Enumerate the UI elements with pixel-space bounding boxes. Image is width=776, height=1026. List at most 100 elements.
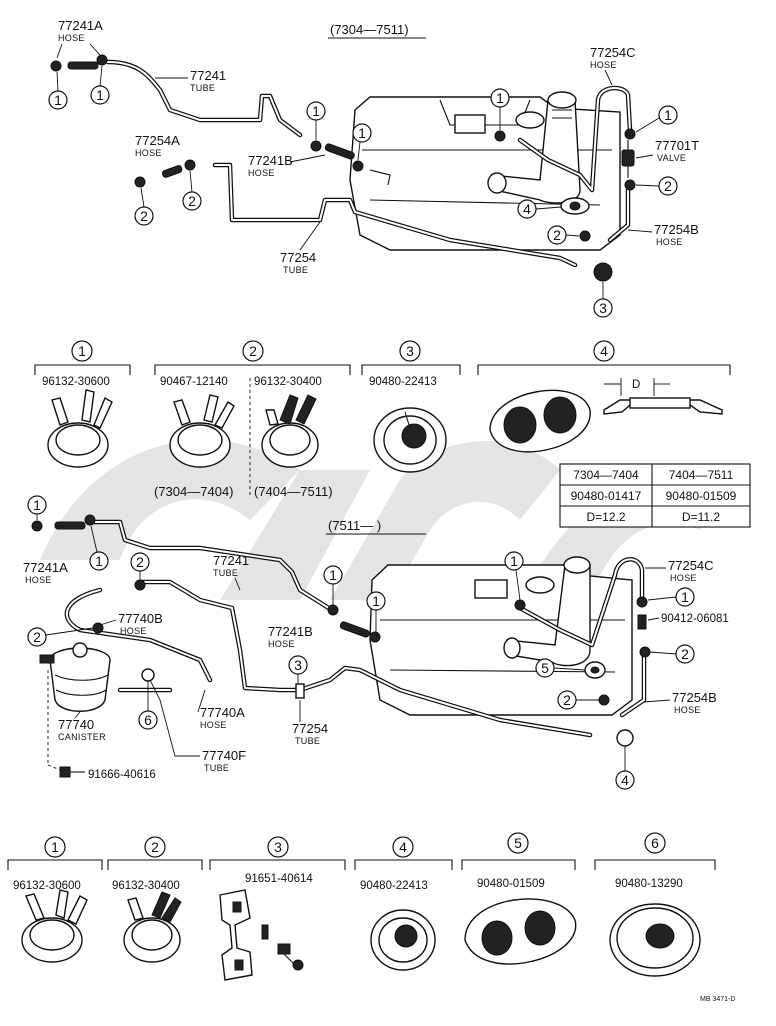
svg-text:1: 1 — [358, 125, 366, 141]
svg-text:2: 2 — [140, 208, 148, 224]
svg-text:HOSE: HOSE — [674, 705, 701, 715]
svg-text:2: 2 — [563, 692, 571, 708]
label-77254C: 77254C — [590, 45, 636, 60]
svg-text:5: 5 — [514, 835, 522, 851]
svg-text:2: 2 — [681, 646, 689, 662]
label-77740B: 77740B — [118, 611, 163, 626]
svg-text:6: 6 — [144, 712, 152, 728]
label-91666: 91666-40616 — [88, 769, 156, 781]
label-77241A: 77241A — [58, 18, 103, 33]
callouts-bottom: 1 1 2 2 1 1 1 1 2 3 5 2 4 6 — [27, 495, 695, 790]
clamp-icons-top — [50, 54, 636, 282]
label-77241-tube: 77241 — [190, 68, 226, 83]
svg-text:3: 3 — [274, 839, 282, 855]
svg-text:2: 2 — [136, 554, 144, 570]
svg-text:90480-01509: 90480-01509 — [666, 489, 737, 503]
filler-neck-bottom — [503, 556, 591, 667]
footer-code: MB 3471-D — [700, 996, 735, 1003]
range-7404-7511: (7404—7511) — [254, 484, 333, 499]
label-77241B: 77241B — [248, 153, 293, 168]
svg-text:1: 1 — [664, 107, 672, 123]
part-90467-12140: 90467-12140 — [160, 376, 228, 388]
svg-text:HOSE: HOSE — [590, 60, 617, 70]
bracket-3-icon — [219, 889, 304, 981]
svg-text:1: 1 — [78, 343, 86, 359]
svg-text:HOSE: HOSE — [25, 575, 52, 585]
svg-text:1: 1 — [312, 103, 320, 119]
svg-text:HOSE: HOSE — [200, 720, 227, 730]
svg-text:7304—7404: 7304—7404 — [573, 468, 639, 482]
filler-neck-top — [487, 91, 581, 204]
clamp-1-icon — [47, 389, 113, 468]
range-7304-7404: (7304—7404) — [154, 484, 234, 499]
part-96132-30600: 96132-30600 — [42, 376, 110, 388]
svg-text:1: 1 — [54, 92, 62, 108]
label-77740: 77740 — [58, 717, 94, 732]
clamp-b2-icon — [123, 891, 182, 963]
label-77701T: 77701T — [655, 138, 699, 153]
svg-text:2: 2 — [151, 839, 159, 855]
callouts-top: 1 1 1 1 1 1 2 2 2 2 4 3 — [48, 65, 678, 318]
svg-text:3: 3 — [406, 343, 414, 359]
svg-text:HOSE: HOSE — [656, 237, 683, 247]
svg-text:HOSE: HOSE — [670, 573, 697, 583]
range-top: (7304—7511) — [330, 22, 409, 37]
svg-text:5: 5 — [541, 660, 549, 676]
svg-text:1: 1 — [681, 589, 689, 605]
clamp-2b-icon — [261, 394, 319, 468]
parts-row-bottom: 1 96132-30600 2 96132-30400 3 91651-4061… — [7, 832, 716, 981]
svg-text:1: 1 — [496, 90, 504, 106]
svg-text:3: 3 — [599, 300, 607, 316]
svg-text:2: 2 — [249, 343, 257, 359]
grommet-b5-icon — [464, 898, 577, 965]
svg-text:D=11.2: D=11.2 — [682, 510, 720, 524]
svg-text:TUBE: TUBE — [190, 83, 215, 93]
part-b-90480-22413: 90480-22413 — [360, 880, 428, 892]
svg-text:1: 1 — [95, 553, 103, 569]
svg-text:1: 1 — [372, 593, 380, 609]
label-77241A-b: 77241A — [23, 560, 68, 575]
svg-text:HOSE: HOSE — [135, 148, 162, 158]
svg-text:HOSE: HOSE — [248, 168, 275, 178]
svg-text:4: 4 — [523, 201, 531, 217]
grommet-4-icon — [489, 389, 591, 453]
svg-text:90480-01417: 90480-01417 — [571, 489, 642, 503]
label-77254B-b: 77254B — [672, 690, 717, 705]
svg-text:6: 6 — [651, 835, 659, 851]
svg-text:1: 1 — [329, 567, 337, 583]
svg-text:1: 1 — [510, 553, 518, 569]
parts-row-top: 1 96132-30600 2 90467-12140 96132-30400 … — [34, 340, 731, 499]
label-77254-tube: 77254 — [280, 250, 316, 265]
grommet-b6-icon — [609, 903, 701, 977]
label-77254C-b: 77254C — [668, 558, 714, 573]
label-90412: 90412-06081 — [661, 613, 729, 625]
svg-text:7404—7511: 7404—7511 — [669, 468, 734, 482]
part-90480-22413: 90480-22413 — [369, 376, 437, 388]
svg-text:HOSE: HOSE — [268, 639, 295, 649]
part-b-90480-13290: 90480-13290 — [615, 878, 683, 890]
label-77241B-b: 77241B — [268, 624, 313, 639]
svg-text:TUBE: TUBE — [213, 568, 238, 578]
label-77254-tube-b: 77254 — [292, 721, 328, 736]
svg-text:4: 4 — [399, 839, 407, 855]
label-77740F: 77740F — [202, 748, 246, 763]
label-77254A: 77254A — [135, 133, 180, 148]
svg-text:TUBE: TUBE — [204, 763, 229, 773]
svg-text:D: D — [632, 379, 640, 391]
svg-text:3: 3 — [294, 657, 302, 673]
svg-text:D=12.2: D=12.2 — [586, 510, 625, 524]
grommet-4-section-icon: D — [603, 378, 723, 415]
svg-text:4: 4 — [600, 343, 608, 359]
label-77254B: 77254B — [654, 222, 699, 237]
part-b-96132-30400: 96132-30400 — [112, 880, 180, 892]
svg-text:CANISTER: CANISTER — [58, 732, 106, 742]
svg-text:VALVE: VALVE — [657, 153, 686, 163]
svg-text:HOSE: HOSE — [120, 626, 147, 636]
svg-text:TUBE: TUBE — [295, 736, 320, 746]
svg-text:4: 4 — [621, 772, 629, 788]
range-bottom: (7511— ) — [328, 518, 381, 533]
spec-table: 7304—7404 7404—7511 90480-01417 90480-01… — [559, 463, 751, 528]
svg-text:2: 2 — [553, 227, 561, 243]
svg-text:1: 1 — [33, 497, 41, 513]
